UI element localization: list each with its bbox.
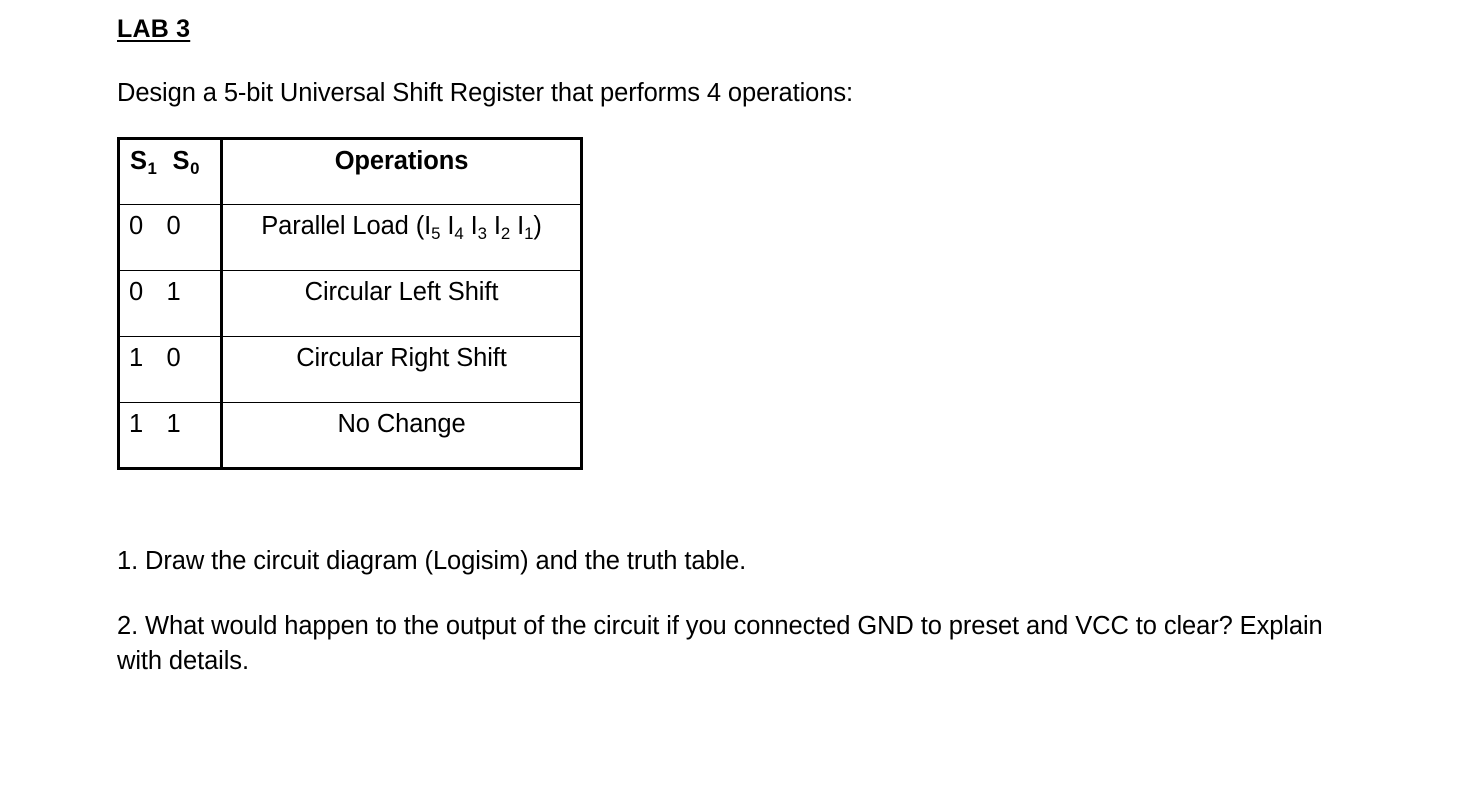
- parallel-load-suffix: ): [533, 211, 542, 240]
- cell-select-bits: 0 1: [118, 269, 223, 337]
- header-cell-operations: Operations: [221, 137, 582, 205]
- table-row: 0 1 Circular Left Shift: [118, 269, 582, 337]
- bit-s0-value: 1: [166, 277, 182, 306]
- table-row: 1 1 No Change: [118, 401, 582, 469]
- parallel-load-prefix: Parallel Load (I: [261, 211, 432, 240]
- input-sub-2: 2: [500, 223, 511, 243]
- bit-s0-value: 1: [166, 409, 182, 438]
- operations-table: S1 S0 Operations 0 0 Parallel Load (I5 I…: [117, 136, 583, 470]
- input-sub-3: 3: [477, 223, 487, 243]
- bit-s1-value: 0: [129, 277, 144, 306]
- input-label-1: I: [510, 211, 525, 240]
- bit-s1-value: 1: [129, 409, 144, 438]
- cell-operation: Circular Left Shift: [221, 269, 582, 337]
- cell-operation-parallel-load: Parallel Load (I5 I4 I3 I2 I1): [221, 203, 582, 271]
- bit-s1-value: 1: [129, 343, 144, 372]
- question-2: 2. What would happen to the output of th…: [117, 612, 1323, 675]
- cell-select-bits: 0 0: [118, 203, 223, 271]
- page-title: LAB 3: [117, 15, 191, 43]
- select-bit-s0-label: S: [172, 146, 191, 175]
- assignment-description: Design a 5-bit Universal Shift Register …: [117, 79, 853, 107]
- select-bit-s1-sub: 1: [147, 158, 158, 178]
- select-bit-s1-label: S: [130, 146, 148, 175]
- table-header: S1 S0 Operations: [118, 137, 582, 205]
- table-row: 0 0 Parallel Load (I5 I4 I3 I2 I1): [118, 203, 582, 271]
- header-cell-select-bits: S1 S0: [118, 137, 223, 205]
- bit-s0-value: 0: [166, 343, 182, 372]
- input-sub-1: 1: [524, 223, 534, 243]
- select-bit-s0-sub: 0: [190, 158, 200, 178]
- cell-operation: No Change: [221, 401, 582, 469]
- input-label-3: I: [463, 211, 478, 240]
- bit-s1-value: 0: [129, 211, 144, 240]
- table-header-row: S1 S0 Operations: [118, 137, 582, 205]
- cell-operation: Circular Right Shift: [221, 335, 582, 403]
- questions-list: 1. Draw the circuit diagram (Logisim) an…: [117, 470, 1417, 678]
- input-sub-5: 5: [431, 223, 441, 243]
- cell-select-bits: 1 1: [118, 401, 223, 469]
- input-label-2: I: [486, 211, 501, 240]
- table-body: 0 0 Parallel Load (I5 I4 I3 I2 I1) 0 1 C…: [118, 203, 582, 469]
- table-row: 1 0 Circular Right Shift: [118, 335, 582, 403]
- bit-s0-value: 0: [166, 211, 182, 240]
- document-content: LAB 3 Design a 5-bit Universal Shift Reg…: [117, 0, 1417, 678]
- cell-select-bits: 1 0: [118, 335, 223, 403]
- question-1: 1. Draw the circuit diagram (Logisim) an…: [117, 546, 747, 575]
- input-label-4: I: [440, 211, 455, 240]
- input-sub-4: 4: [454, 223, 464, 243]
